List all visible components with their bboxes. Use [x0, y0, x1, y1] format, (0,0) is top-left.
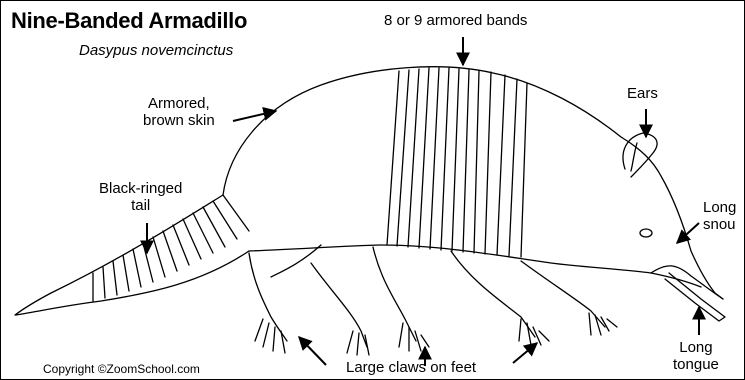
diagram-title: Nine-Banded Armadillo	[11, 8, 247, 33]
copyright-notice: Copyright ©ZoomSchool.com	[43, 363, 200, 377]
snout-label: Long snou	[703, 199, 736, 234]
claws-label: Large claws on feet	[346, 359, 476, 376]
snout-label-line2: snou	[703, 216, 736, 233]
ears-label: Ears	[627, 85, 658, 102]
bands-label: 8 or 9 armored bands	[384, 12, 527, 29]
tongue-label-line1: Long	[673, 339, 719, 356]
tongue-label-line2: tongue	[673, 356, 719, 373]
armor-bands	[387, 68, 527, 257]
skin-arrow	[233, 111, 276, 121]
claws-arrow-left	[299, 337, 326, 365]
snout-label-line1: Long	[703, 199, 736, 216]
skin-label: Armored, brown skin	[143, 95, 215, 130]
scientific-name: Dasypus novemcinctus	[79, 42, 233, 59]
skin-label-line2: brown skin	[143, 112, 215, 129]
skin-label-line1: Armored,	[143, 95, 215, 112]
front-leg-right	[521, 261, 605, 327]
tail-label-line1: Black-ringed	[99, 180, 182, 197]
tongue	[665, 273, 725, 321]
tail-label-line2: tail	[99, 197, 182, 214]
claws-arrow-right	[513, 343, 537, 363]
eye	[640, 229, 652, 237]
tongue-label: Long tongue	[673, 339, 719, 374]
front-leg-center	[451, 251, 535, 337]
tail-label: Black-ringed tail	[99, 180, 182, 215]
belly-outline	[249, 245, 701, 287]
ear	[623, 133, 657, 177]
